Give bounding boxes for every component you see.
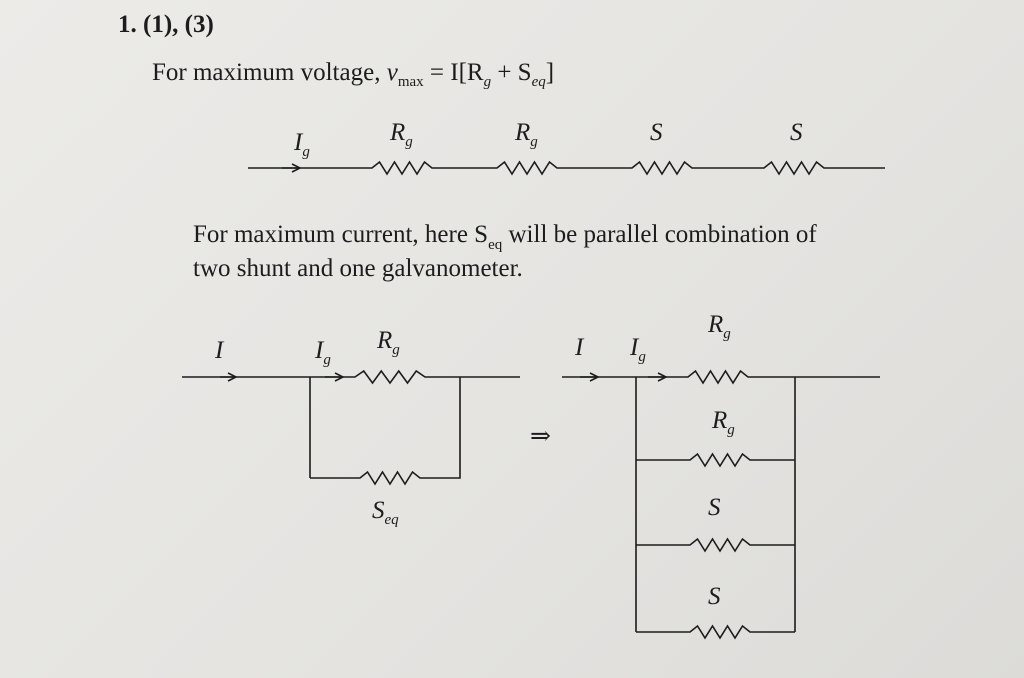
left-rg-label: Rg [376,327,400,358]
left-current-label: I [214,337,225,364]
max-current-text-line1: For maximum current, here Seq will be pa… [193,221,817,253]
series-label-1: Rg [389,119,413,150]
right-label-2: Rg [711,407,735,438]
max-voltage-formula: For maximum voltage, vmax = I[Rg + Seq] [152,59,554,90]
right-wire [562,369,880,640]
right-label-1: Rg [707,311,731,342]
right-parallel-circuit: I Ig Rg Rg S S [562,311,880,640]
max-current-text-line2: two shunt and one galvanometer. [193,255,523,282]
left-galv-current-label: Ig [314,337,331,368]
left-parallel-circuit: I Ig Rg Seq [182,327,520,528]
right-current-label: I [574,334,585,361]
current-arrow-icon [580,372,600,382]
right-label-3: S [708,494,721,521]
left-seq-label: Seq [372,497,399,528]
series-label-3: S [650,119,663,146]
series-current-label: Ig [293,129,310,160]
current-arrow-icon [325,372,345,382]
current-arrow-icon [220,372,238,382]
series-wire [248,160,885,176]
current-arrow-icon [282,163,302,173]
left-wire [182,369,520,486]
current-arrow-icon [648,372,668,382]
series-circuit: Ig Rg Rg S S [248,119,885,176]
question-number: 1. (1), (3) [118,11,214,38]
series-label-2: Rg [514,119,538,150]
implies-arrow: ⇒ [530,423,551,450]
right-galv-current-label: Ig [629,334,646,365]
right-label-4: S [708,583,721,610]
series-label-4: S [790,119,803,146]
